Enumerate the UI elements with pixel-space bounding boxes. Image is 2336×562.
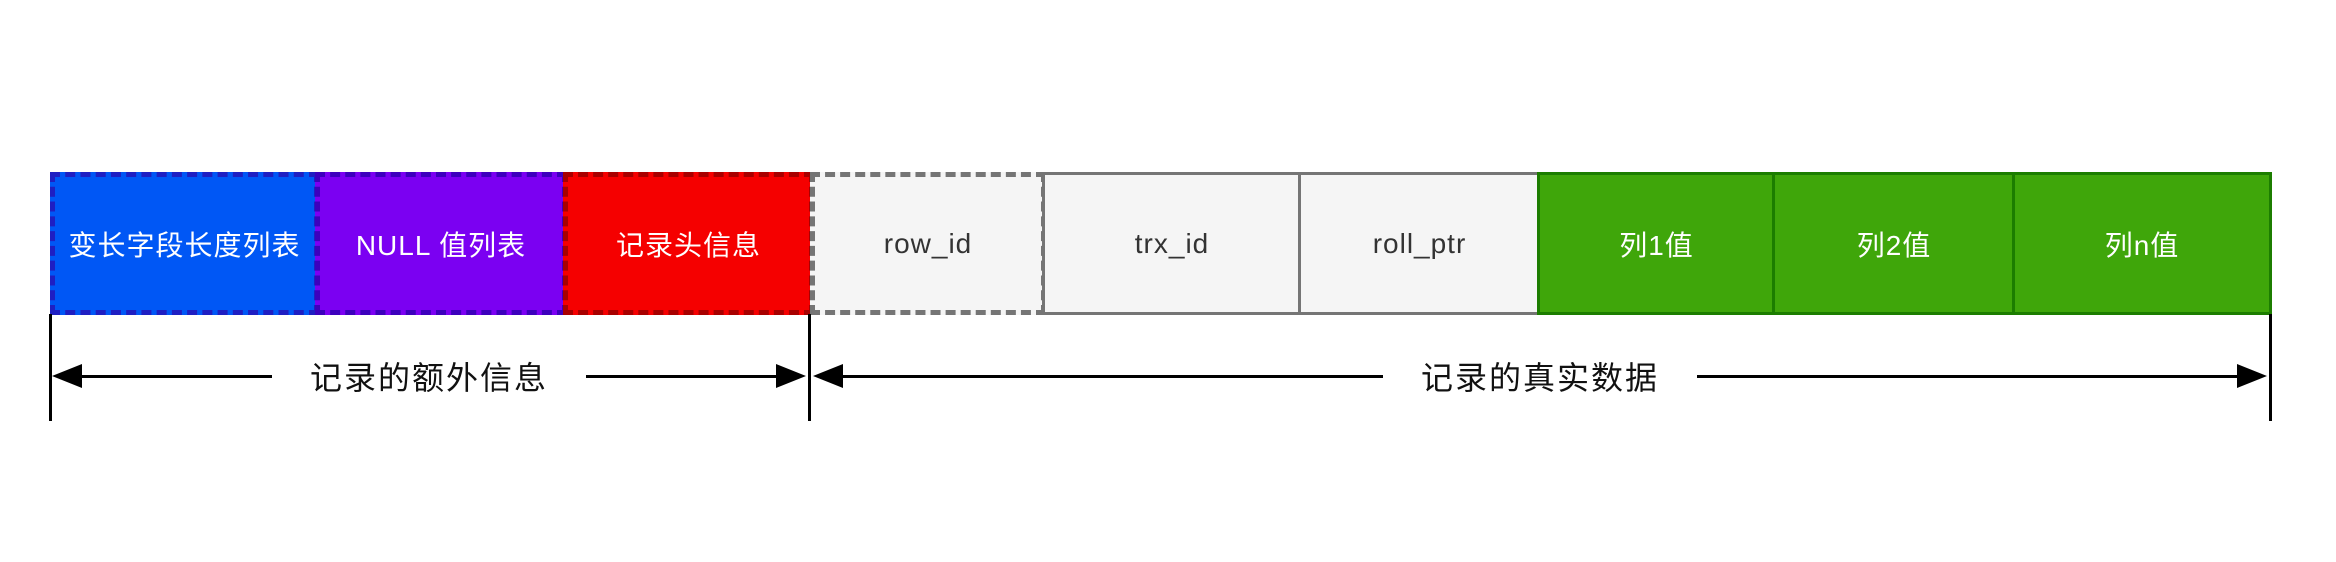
record-segments-row: 变长字段长度列表 NULL 值列表 记录头信息 row_id trx_id ro…: [0, 172, 2336, 315]
arrowhead-right-icon: [776, 364, 807, 388]
segment-label: NULL 值列表: [355, 229, 527, 261]
segment-label: row_id: [883, 227, 973, 259]
segment-trx-id: trx_id: [1042, 172, 1302, 315]
measure-line: [1697, 374, 2238, 378]
measure-line: [82, 374, 272, 378]
segment-label: 记录头信息: [615, 229, 761, 261]
segment-label: 变长字段长度列表: [68, 229, 301, 261]
segment-label: 列2值: [1856, 229, 1932, 261]
segment-label: 列1值: [1619, 229, 1694, 261]
measure-label-extra-info: 记录的额外信息: [310, 360, 549, 396]
segment-coln-value: 列n值: [2012, 172, 2272, 315]
measure-line: [586, 374, 777, 378]
segment-label: 列n值: [2104, 229, 2180, 261]
segment-label: roll_ptr: [1372, 227, 1467, 259]
segment-record-header-info: 记录头信息: [563, 172, 814, 315]
segment-varlen-field-length-list: 变长字段长度列表: [50, 172, 319, 315]
segment-null-value-list: NULL 值列表: [315, 172, 567, 315]
segment-roll-ptr: roll_ptr: [1298, 172, 1541, 315]
guide-line-right: [2269, 314, 2272, 421]
measure-label-real-data: 记录的真实数据: [1421, 360, 1660, 396]
arrowhead-left-icon: [52, 364, 82, 388]
arrowhead-right-icon: [2237, 364, 2268, 388]
measure-extra-info: 记录的额外信息: [52, 357, 807, 396]
segment-label: trx_id: [1134, 227, 1210, 259]
guide-line-middle: [808, 314, 811, 421]
measure-line: [843, 374, 1383, 378]
arrowhead-left-icon: [813, 364, 843, 388]
guide-line-left: [49, 314, 52, 421]
measure-real-data: 记录的真实数据: [813, 357, 2268, 396]
segment-col2-value: 列2值: [1772, 172, 2016, 315]
segment-row-id: row_id: [810, 172, 1046, 315]
segment-col1-value: 列1值: [1537, 172, 1776, 315]
